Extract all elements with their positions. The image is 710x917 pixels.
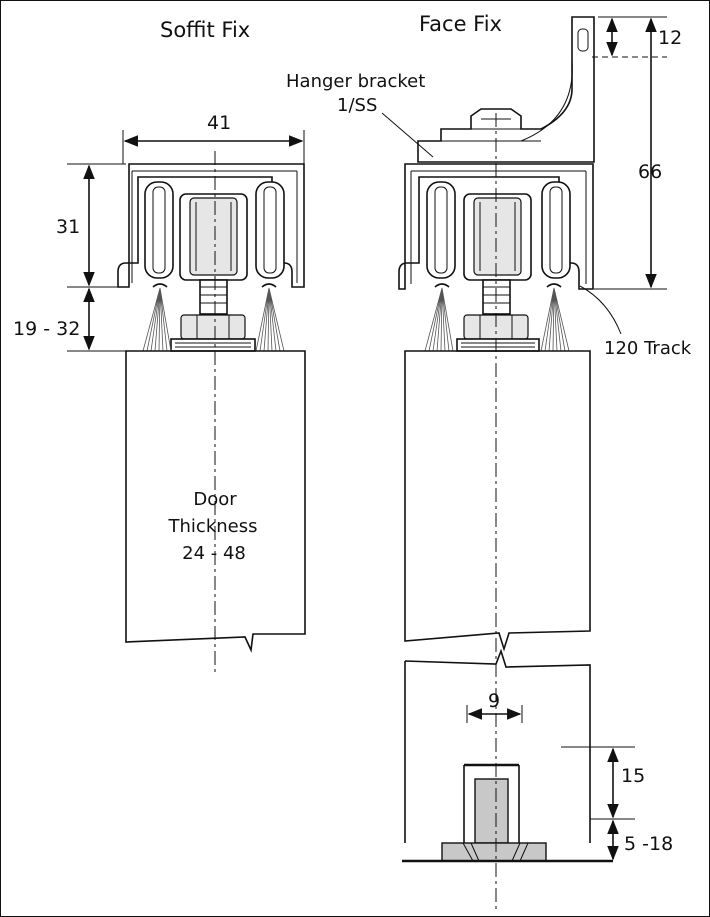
hanger-bracket-label: Hanger bracket xyxy=(286,71,425,92)
face-fix-dimensions: 12 66 9 15 5 -18 xyxy=(466,16,682,861)
dim-track-width: 41 xyxy=(207,112,231,134)
track-label: 120 Track xyxy=(604,338,692,359)
soffit-fix-title: Soffit Fix xyxy=(160,18,250,42)
dim-guide-width: 9 xyxy=(488,690,500,712)
dim-gap-range: 19 - 32 xyxy=(13,318,80,340)
hanger-bracket-code: 1/SS xyxy=(337,95,377,116)
dim-bracket-total: 66 xyxy=(638,161,662,183)
dim-guide-clearance: 5 -18 xyxy=(624,833,673,855)
door-label-line2: Thickness xyxy=(168,516,258,537)
door-label-line3: 24 - 48 xyxy=(182,543,246,564)
face-fix-assembly xyxy=(398,16,613,913)
dim-guide-depth: 15 xyxy=(621,765,645,787)
dim-track-height: 31 xyxy=(56,216,80,238)
face-fix-title: Face Fix xyxy=(419,12,502,36)
soffit-dimensions: 41 31 19 - 32 xyxy=(13,112,305,352)
dim-bracket-top: 12 xyxy=(658,27,682,49)
door-label-line1: Door xyxy=(193,489,237,510)
leader-labels: Hanger bracket 1/SS 120 Track xyxy=(286,71,692,359)
soffit-fix-assembly: Door Thickness 24 - 48 xyxy=(117,151,306,676)
